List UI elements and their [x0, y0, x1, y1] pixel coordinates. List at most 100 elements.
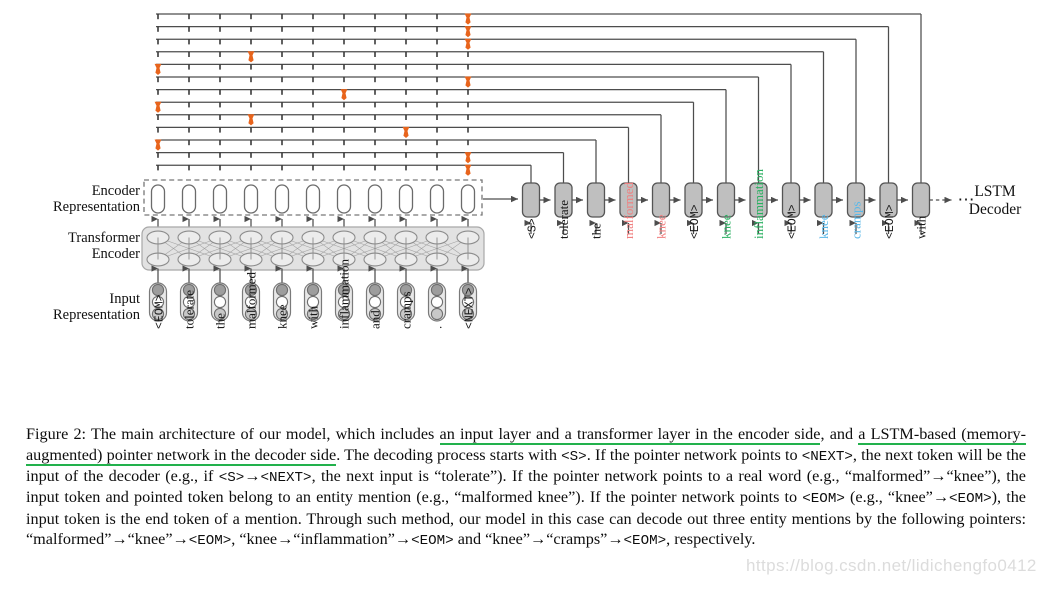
encoder-representation-cell-2 — [212, 184, 228, 214]
decoder-token-label-10: cramps — [848, 201, 863, 239]
decoder-token-label-3: malformed — [621, 181, 636, 239]
input-embedding-circle-5-1 — [306, 295, 320, 309]
encoder-token-label-5: with — [305, 305, 320, 329]
decoder-token-label-5: <EOM> — [689, 204, 702, 239]
input-embedding-circle-8-1 — [399, 295, 413, 309]
input-embedding-circle-1-0 — [182, 283, 196, 297]
pointer-arrow-11 — [464, 26, 472, 38]
input-embedding-circle-7-2 — [368, 307, 382, 321]
encoder-token-label-0: <EOM> — [153, 294, 166, 329]
encoder-token-label-2: the — [212, 313, 227, 329]
decoder-cell-2 — [586, 182, 606, 218]
input-embedding-circle-4-2 — [275, 307, 289, 321]
decoder-token-label-6: knee — [718, 214, 733, 239]
pointer-arrow-5 — [154, 101, 162, 113]
input-embedding-circle-10-0 — [461, 283, 475, 297]
input-embedding-circle-0-2 — [151, 307, 165, 321]
input-embedding-circle-8-2 — [399, 307, 413, 321]
decoder-token-label-9: knee — [816, 214, 831, 239]
encoder-token-label-6: inflammation — [336, 258, 351, 329]
decoder-cell-0 — [521, 182, 541, 218]
encoder-representation-cell-7 — [367, 184, 383, 214]
input-embedding-circle-8-0 — [399, 283, 413, 297]
input-embedding-circle-6-2 — [337, 307, 351, 321]
watermark-text: https://blog.csdn.net/lidichengfo0412 — [746, 556, 1037, 575]
input-embedding-circle-5-0 — [306, 283, 320, 297]
side-label-line2: Representation — [53, 307, 140, 324]
pointer-arrow-7 — [464, 76, 472, 88]
side-label-line1: Input — [109, 291, 140, 307]
encoder-token-label-3: malformed — [243, 271, 258, 329]
input-embedding-circle-3-2 — [244, 307, 258, 321]
pointer-arrow-4 — [247, 114, 255, 126]
pointer-arrow-9 — [247, 51, 255, 63]
pointer-arrow-8 — [154, 63, 162, 75]
input-embedding-circle-10-1 — [461, 295, 475, 309]
input-embedding-circle-3-0 — [244, 283, 258, 297]
caption-mid: , and — [820, 425, 859, 443]
encoder-representation-cell-5 — [305, 184, 321, 214]
input-embedding-circle-4-1 — [275, 295, 289, 309]
pointer-arrow-10 — [464, 38, 472, 50]
side-label-line1: Encoder — [91, 183, 140, 199]
encoder-representation-cell-4 — [274, 184, 290, 214]
encoder-representation-box — [143, 179, 483, 216]
encoder-representation-cell-9 — [429, 184, 445, 214]
caption-underline-1: an input layer and a transformer layer i… — [439, 425, 821, 445]
input-embedding-circle-2-1 — [213, 295, 227, 309]
encoder-representation-cell-10 — [460, 184, 476, 214]
decoder-token-label-8: <EOM> — [786, 204, 799, 239]
input-embedding-circle-4-0 — [275, 283, 289, 297]
figure-caption: Figure 2: The main architecture of our m… — [26, 424, 1026, 551]
decoder-label-line1: LSTM — [974, 183, 1016, 200]
pointer-arrow-12 — [464, 13, 472, 25]
side-label-line1: Transformer — [68, 230, 140, 246]
caption-body: . The decoding process starts with <S>. … — [26, 445, 1026, 550]
decoder-token-label-0: <S> — [526, 218, 539, 239]
encoder-representation-cell-1 — [181, 184, 197, 214]
input-embedding-circle-9-0 — [430, 283, 444, 297]
input-embedding-circle-2-2 — [213, 307, 227, 321]
input-embedding-circle-7-1 — [368, 295, 382, 309]
pointer-arrow-0 — [464, 164, 472, 176]
input-embedding-circle-1-1 — [182, 295, 196, 309]
input-embedding-circle-0-1 — [151, 295, 165, 309]
encoder-token-label-4: knee — [274, 304, 289, 329]
pointer-arrow-3 — [402, 126, 410, 138]
encoder-token-label-1: tolerate — [181, 290, 196, 329]
decoder-token-label-1: tolerate — [556, 200, 571, 239]
input-embedding-circle-0-0 — [151, 283, 165, 297]
decoder-token-label-11: <EOM> — [884, 204, 897, 239]
input-embedding-circle-1-2 — [182, 307, 196, 321]
side-label-line2: Representation — [53, 199, 140, 216]
decoder-token-label-7: inflammation — [751, 168, 766, 239]
decoder-label-line2: Decoder — [969, 201, 1022, 218]
decoder-cell-6 — [716, 182, 736, 218]
encoder-token-label-10: <NEXT> — [463, 287, 476, 329]
decoder-token-label-4: knee — [653, 214, 668, 239]
input-embedding-circle-6-0 — [337, 283, 351, 297]
caption-prefix: Figure 2: The main architecture of our m… — [26, 425, 440, 443]
encoder-representation-cell-0 — [150, 184, 166, 214]
decoder-token-label-12: with — [913, 215, 928, 239]
decoder-cell-4 — [651, 182, 671, 218]
encoder-token-label-9: . — [429, 326, 444, 329]
encoder-representation-cell-8 — [398, 184, 414, 214]
input-embedding-circle-10-2 — [461, 307, 475, 321]
decoder-token-label-2: the — [588, 223, 603, 239]
decoder-cell-12 — [911, 182, 931, 218]
pointer-arrow-1 — [464, 152, 472, 164]
side-label-line2: Encoder — [91, 246, 140, 263]
caption-underline-2: a LSTM-based (memory-augmented) pointer … — [26, 425, 1026, 466]
pointer-arrow-2 — [154, 139, 162, 151]
encoder-representation-cell-6 — [336, 184, 352, 214]
pointer-arrow-6 — [340, 89, 348, 101]
input-embedding-circle-2-0 — [213, 283, 227, 297]
decoder-ellipsis: ⋯ — [958, 190, 975, 209]
input-embedding-circle-9-2 — [430, 307, 444, 321]
input-embedding-circle-5-2 — [306, 307, 320, 321]
decoder-cell-9 — [814, 182, 833, 218]
